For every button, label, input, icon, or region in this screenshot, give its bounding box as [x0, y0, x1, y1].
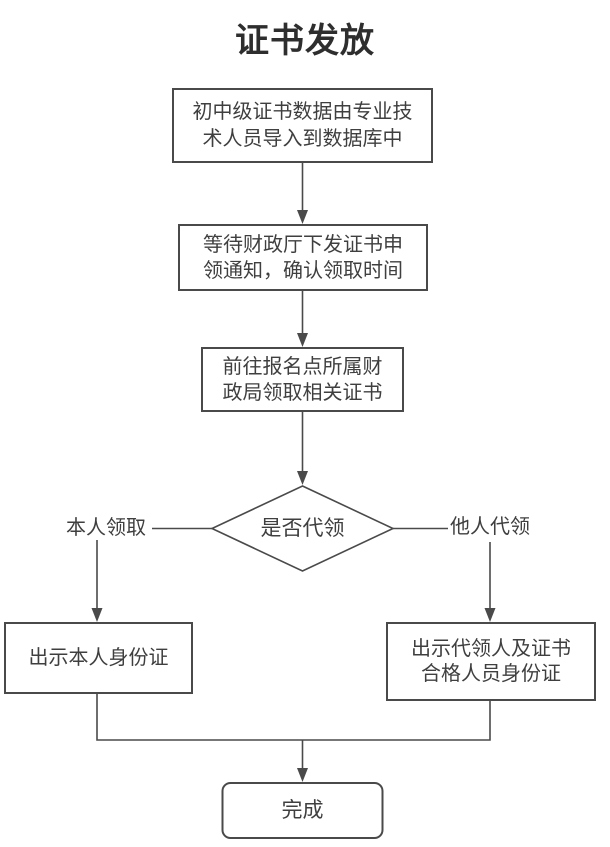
node-done-label: 完成	[281, 798, 324, 822]
arrowhead-bureau-to-decision	[297, 471, 308, 485]
node-show-self-id-box	[4, 622, 193, 694]
node-show-self-id-label: 出示本人身份证	[28, 647, 169, 669]
page-title: 证书发放	[235, 22, 375, 60]
node-proxy-decision-label: 是否代领	[260, 516, 345, 540]
node-done-box	[221, 782, 384, 839]
arrowhead-left-down	[91, 608, 103, 622]
node-wait-notice-label: 等待财政厅下发证书申 领通知，确认领取时间	[203, 233, 403, 282]
node-import-data-box	[172, 88, 433, 163]
node-import-data-label: 初中级证书数据由专业技 术人员导入到数据库中	[192, 100, 413, 150]
arrowhead-import-to-wait	[297, 210, 308, 224]
node-show-proxy-id-label: 出示代领人及证书 合格人员身份证	[411, 637, 571, 685]
node-proxy-decision-diamond	[210, 485, 395, 572]
arrowhead-merge-to-done	[297, 768, 308, 782]
branch-label-right: 他人代领	[450, 515, 530, 538]
branch-label-left: 本人领取	[66, 516, 146, 539]
arrowhead-wait-to-bureau	[297, 333, 308, 347]
arrowhead-right-down	[484, 608, 496, 622]
connector-merge	[96, 693, 491, 741]
node-goto-bureau-box	[201, 347, 404, 412]
node-goto-bureau-label: 前往报名点所属财 政局领取相关证书	[222, 355, 383, 404]
node-show-proxy-id-box	[386, 622, 596, 701]
node-wait-notice-box	[178, 224, 428, 291]
